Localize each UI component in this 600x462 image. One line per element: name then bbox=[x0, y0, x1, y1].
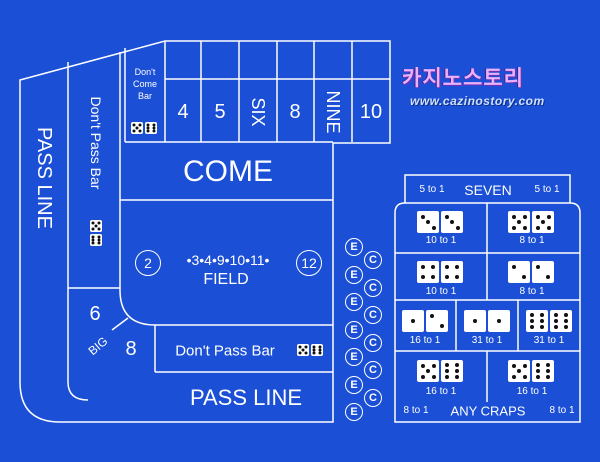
die-face-5 bbox=[508, 211, 530, 233]
dont-pass-bar-bottom-label[interactable]: Don't Pass Bar bbox=[175, 342, 275, 360]
die-face-6 bbox=[145, 122, 157, 134]
place-number-10[interactable]: 10 bbox=[359, 101, 383, 123]
aces-odds: 31 to 1 bbox=[471, 335, 503, 346]
die-face-1 bbox=[464, 310, 486, 332]
place-number-nine[interactable]: NINE bbox=[323, 90, 343, 134]
die-face-6 bbox=[532, 360, 554, 382]
die-face-6 bbox=[550, 310, 572, 332]
field-numbers[interactable]: •3•4•9•10•11• bbox=[186, 252, 270, 268]
field-circle-12[interactable]: 12 bbox=[296, 250, 322, 276]
die-face-1 bbox=[402, 310, 424, 332]
die-face-4 bbox=[441, 261, 463, 283]
aces-dice-icon[interactable] bbox=[464, 310, 510, 332]
dont-come-bar-label[interactable]: Don't Come Bar bbox=[130, 66, 160, 102]
die-face-6 bbox=[90, 234, 102, 246]
die-face-6 bbox=[311, 344, 323, 356]
c-circle[interactable]: C bbox=[364, 388, 382, 407]
pass-line-vertical-label[interactable]: PASS LINE bbox=[33, 127, 55, 229]
ace-deuce-dice-icon[interactable] bbox=[402, 310, 448, 332]
die-face-5 bbox=[532, 211, 554, 233]
e-circle[interactable]: E bbox=[345, 265, 363, 284]
e-circle[interactable]: E bbox=[345, 375, 363, 394]
dont-pass-bottom-dice-icon bbox=[297, 344, 323, 356]
die-face-5 bbox=[131, 122, 143, 134]
dont-come-bar-dice-icon bbox=[131, 122, 157, 134]
hard-4-odds: 8 to 1 bbox=[519, 286, 545, 297]
c-circle[interactable]: C bbox=[364, 278, 382, 297]
seven-odds-right: 5 to 1 bbox=[534, 184, 560, 195]
field-label[interactable]: FIELD bbox=[203, 271, 249, 288]
place-number-six[interactable]: SIX bbox=[248, 97, 268, 127]
place-number-8[interactable]: 8 bbox=[289, 101, 301, 123]
e-circle[interactable]: E bbox=[345, 403, 363, 421]
hard-10-dice-icon[interactable] bbox=[508, 211, 554, 233]
die-face-1 bbox=[488, 310, 510, 332]
c-circle[interactable]: C bbox=[364, 251, 382, 269]
dont-come-word3: Bar bbox=[137, 91, 152, 101]
c-circle[interactable]: C bbox=[364, 306, 382, 324]
casino-logo: 카지노스토리 bbox=[402, 66, 524, 90]
die-face-5 bbox=[90, 220, 102, 232]
die-face-6 bbox=[526, 310, 548, 332]
dont-pass-bar-vertical-label[interactable]: Don't Pass Bar bbox=[88, 96, 104, 190]
die-face-2 bbox=[426, 310, 448, 332]
eleven-right-odds: 16 to 1 bbox=[516, 386, 548, 397]
die-face-4 bbox=[417, 261, 439, 283]
hard-6-dice-icon[interactable] bbox=[417, 211, 463, 233]
eleven-right-dice-icon[interactable] bbox=[508, 360, 554, 382]
pass-line-bottom-label[interactable]: PASS LINE bbox=[189, 385, 303, 410]
come-label[interactable]: COME bbox=[183, 155, 273, 188]
hard-4-dice-icon[interactable] bbox=[508, 261, 554, 283]
any-craps-label[interactable]: ANY CRAPS bbox=[450, 403, 526, 419]
die-face-5 bbox=[297, 344, 309, 356]
hard-8-dice-icon[interactable] bbox=[417, 261, 463, 283]
big-8-label[interactable]: 8 bbox=[125, 338, 137, 360]
any-craps-odds-left: 8 to 1 bbox=[403, 405, 429, 416]
seven-odds-left: 5 to 1 bbox=[419, 184, 445, 195]
place-number-4[interactable]: 4 bbox=[177, 101, 189, 123]
c-circle[interactable]: C bbox=[364, 333, 382, 352]
eleven-left-dice-icon[interactable] bbox=[417, 360, 463, 382]
e-circle[interactable]: E bbox=[345, 238, 363, 256]
any-craps-odds-right: 8 to 1 bbox=[549, 405, 575, 416]
dont-come-word1: Don't bbox=[134, 67, 156, 77]
field-circle-2[interactable]: 2 bbox=[135, 250, 161, 276]
e-circle[interactable]: E bbox=[345, 348, 363, 366]
hard-8-odds: 10 to 1 bbox=[425, 286, 457, 297]
e-circle[interactable]: E bbox=[345, 293, 363, 311]
die-face-3 bbox=[417, 211, 439, 233]
twelve-dice-icon[interactable] bbox=[526, 310, 572, 332]
ace-deuce-odds: 16 to 1 bbox=[409, 335, 441, 346]
die-face-5 bbox=[508, 360, 530, 382]
e-circle[interactable]: E bbox=[345, 320, 363, 339]
twelve-odds: 31 to 1 bbox=[533, 335, 565, 346]
dont-pass-bar-dice-icon bbox=[90, 220, 102, 246]
die-face-3 bbox=[441, 211, 463, 233]
die-face-2 bbox=[532, 261, 554, 283]
die-face-2 bbox=[508, 261, 530, 283]
hard-6-odds: 10 to 1 bbox=[425, 235, 457, 246]
eleven-left-odds: 16 to 1 bbox=[425, 386, 457, 397]
die-face-5 bbox=[417, 360, 439, 382]
c-circle[interactable]: C bbox=[364, 361, 382, 379]
hard-10-odds: 8 to 1 bbox=[519, 235, 545, 246]
big-6-label[interactable]: 6 bbox=[89, 303, 101, 325]
place-number-5[interactable]: 5 bbox=[214, 101, 226, 123]
die-face-6 bbox=[441, 360, 463, 382]
dont-come-word2: Come bbox=[132, 79, 157, 89]
seven-label[interactable]: SEVEN bbox=[464, 182, 512, 198]
watermark-url: www.cazinostory.com bbox=[410, 94, 545, 108]
